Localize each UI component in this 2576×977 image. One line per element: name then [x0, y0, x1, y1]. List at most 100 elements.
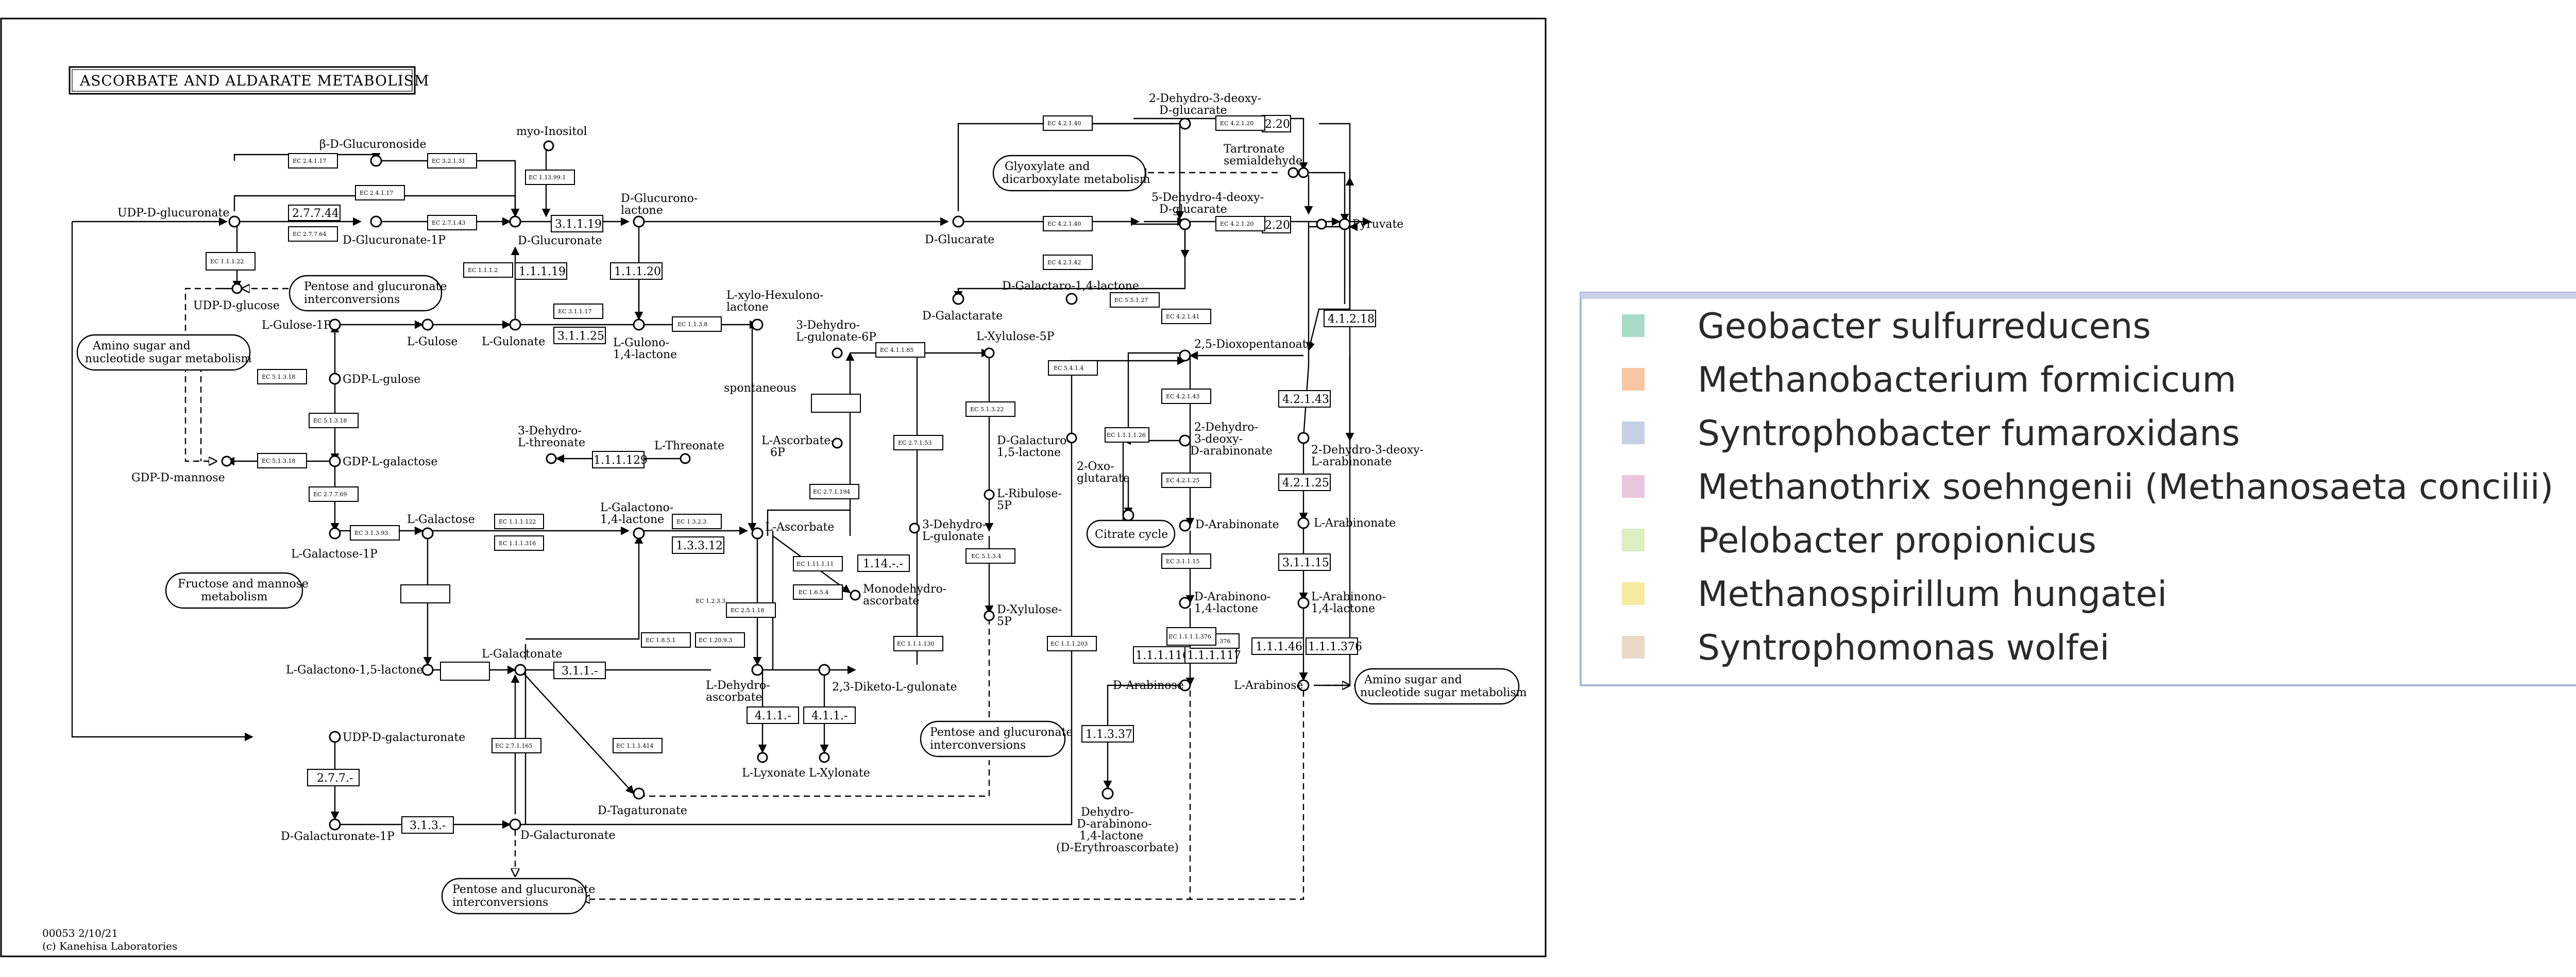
enzyme-2-7-7-44[interactable]: 2.7.7.44 — [288, 205, 341, 221]
compound-b-glucuronoside[interactable]: β-D-Glucuronoside — [319, 138, 427, 151]
compound-l-xylulose-5p[interactable]: L-Xylulose-5P — [976, 330, 1055, 343]
enzyme-1-1-1-116[interactable]: 1.1.1.116 — [1133, 646, 1190, 664]
blank-enzyme-box[interactable] — [811, 394, 861, 413]
enzyme-2-7-7[interactable]: 2.7.7.- — [307, 769, 360, 786]
compound-l-galactose-1p[interactable]: L-Galactose-1P — [291, 548, 378, 561]
compound-l-galactose[interactable]: L-Galactose — [407, 513, 475, 526]
small-enzyme[interactable]: EC 4.2.1.40 — [1043, 216, 1093, 231]
small-enzyme[interactable]: EC 5.4.1.4 — [1048, 360, 1098, 376]
compound-l-gulono-lactone[interactable]: L-Gulono-1,4-lactone — [613, 336, 677, 361]
compound-d-galacturonate-1p[interactable]: D-Galacturonate-1P — [281, 830, 395, 843]
small-enzyme[interactable]: EC 1.8.5.1 — [641, 632, 691, 648]
small-enzyme[interactable]: EC 1.3.2.3 — [672, 514, 722, 529]
compound-dioxopentanoate[interactable]: 2,5-Dioxopentanoate — [1194, 338, 1314, 351]
small-enzyme[interactable]: EC 2.7.7.69 — [309, 486, 359, 502]
pathway-amino-sugar-2[interactable]: Amino sugar and nucleotide sugar metabol… — [1354, 668, 1527, 705]
enzyme-1-1-1-117[interactable]: 1.1.1.117 — [1184, 646, 1241, 664]
compound-d-tagaturonate[interactable]: D-Tagaturonate — [598, 804, 687, 817]
small-enzyme[interactable]: EC 2.7.1.53 — [893, 435, 943, 450]
small-enzyme[interactable]: EC 1.1.3.8 — [672, 316, 722, 332]
enzyme-4-1-2-18[interactable]: 4.1.2.18 — [1324, 310, 1376, 327]
compound-dehydro-threonate[interactable]: 3-Dehydro-L-threonate — [518, 425, 585, 449]
compound-d-glucarate[interactable]: D-Glucarate — [925, 233, 994, 246]
pathway-pentose-glucuronate-1[interactable]: Pentose and glucuronate interconversions — [289, 275, 447, 312]
enzyme-1-1-1-20[interactable]: 1.1.1.20 — [610, 262, 663, 280]
small-enzyme[interactable]: EC 2.7.1.194 — [809, 484, 859, 499]
compound-pyruvate[interactable]: Pyruvate — [1352, 218, 1403, 231]
small-enzyme[interactable]: EC 1.13.99.1 — [525, 170, 575, 185]
compound-l-galactono-15-lactone[interactable]: L-Galactono-1,5-lactone — [286, 664, 423, 677]
enzyme-1-1-1-129[interactable]: 1.1.1.129 — [592, 451, 648, 468]
small-enzyme[interactable]: EC 2.7.7.64 — [288, 226, 338, 242]
small-enzyme[interactable]: EC 4.2.1.40 — [1043, 115, 1093, 131]
small-enzyme[interactable]: EC 1.1.1.1.376 — [1166, 627, 1216, 646]
compound-udp-glucuronate[interactable]: UDP-D-glucuronate — [117, 207, 229, 220]
small-enzyme[interactable]: EC 4.2.1.20 — [1215, 216, 1265, 231]
small-enzyme[interactable]: EC 2.4.1.17 — [288, 153, 338, 169]
small-enzyme[interactable]: EC 1.11.1.11 — [793, 556, 843, 571]
compound-diketo-gulonate[interactable]: 2,3-Diketo-L-gulonate — [832, 681, 957, 694]
small-enzyme[interactable]: EC 4.1.1.85 — [875, 342, 925, 358]
compound-d-galacturo-lactone[interactable]: D-Galacturo-1,5-lactone — [997, 434, 1071, 459]
compound-dehydro-l-gulonate[interactable]: 3-Dehydro-L-gulonate — [922, 518, 986, 543]
compound-monodehydro-ascorbate[interactable]: Monodehydro-ascorbate — [863, 583, 946, 608]
small-enzyme[interactable]: EC 5.5.1.27 — [1110, 292, 1160, 308]
compound-gdp-mannose[interactable]: GDP-D-mannose — [131, 471, 225, 484]
compound-d-glucuronate-1p[interactable]: D-Glucuronate-1P — [343, 234, 446, 247]
enzyme-1-14[interactable]: 1.14.-.- — [857, 554, 910, 572]
compound-d-arabinono-lactone[interactable]: D-Arabinono-1,4-lactone — [1194, 591, 1270, 615]
compound-dehydro-deoxy-d-arabinonate[interactable]: 2-Dehydro-3-deoxy-D-arabinonate — [1190, 421, 1273, 458]
small-enzyme[interactable]: EC 5.1.3.18 — [257, 369, 307, 384]
small-enzyme[interactable]: EC 2.7.1.165 — [492, 738, 541, 753]
compound-l-gulose[interactable]: L-Gulose — [407, 335, 457, 348]
small-enzyme[interactable]: EC 3.1.3.93 — [350, 525, 400, 541]
pathway-citrate-cycle[interactable]: Citrate cycle — [1086, 519, 1176, 548]
compound-l-xylo-hexulonolactone[interactable]: L-xylo-Hexulono-lactone — [726, 289, 824, 314]
small-enzyme[interactable]: EC 3.1.1.15 — [1161, 553, 1211, 569]
compound-l-arabinono-lactone[interactable]: L-Arabinono-1,4-lactone — [1311, 591, 1386, 615]
pathway-pentose-glucuronate-3[interactable]: Pentose and glucuronate interconversions — [441, 878, 595, 915]
enzyme-4-2-1-43[interactable]: 4.2.1.43 — [1278, 390, 1331, 408]
enzyme-2-20-b[interactable]: 2.20 — [1262, 216, 1291, 233]
compound-dehydro-gulonate-6p[interactable]: 3-Dehydro-L-gulonate-6P — [796, 319, 876, 344]
compound-d-galactarate[interactable]: D-Galactarate — [922, 310, 1003, 323]
small-enzyme[interactable]: EC 1.1.1.414 — [613, 738, 663, 753]
compound-l-dehydro-ascorbate[interactable]: L-Dehydro-ascorbate — [706, 679, 770, 704]
small-enzyme[interactable]: EC 3.1.1.17 — [553, 304, 603, 319]
compound-gdp-l-galactose[interactable]: GDP-L-galactose — [343, 456, 437, 468]
compound-d-glucuronate[interactable]: D-Glucuronate — [518, 234, 602, 247]
small-enzyme[interactable]: EC 4.2.1.41 — [1161, 309, 1211, 324]
pathway-glyoxylate[interactable]: Glyoxylate and dicarboxylate metabolism — [992, 155, 1150, 192]
small-enzyme[interactable]: EC 2.7.1.43 — [427, 215, 477, 230]
compound-d-xylulose-5p[interactable]: D-Xylulose-5P — [997, 603, 1062, 628]
enzyme-3-1-3[interactable]: 3.1.3.- — [401, 816, 454, 834]
enzyme-3-1-1-25[interactable]: 3.1.1.25 — [553, 327, 606, 344]
small-enzyme[interactable]: EC 4.2.1.42 — [1043, 255, 1093, 270]
compound-d-arabinose[interactable]: D-Arabinose — [1113, 679, 1184, 692]
enzyme-4-2-1-25[interactable]: 4.2.1.25 — [1278, 474, 1331, 491]
small-enzyme[interactable]: EC 4.2.1.25 — [1161, 473, 1211, 488]
small-enzyme[interactable]: EC 2.4.1.17 — [355, 185, 405, 200]
enzyme-4-1-1-b[interactable]: 4.1.1.- — [803, 706, 856, 724]
enzyme-3-1-1-19[interactable]: 3.1.1.19 — [551, 215, 603, 232]
compound-l-lyxonate[interactable]: L-Lyxonate — [742, 767, 806, 780]
compound-l-gulose-1p[interactable]: L-Gulose-1P — [262, 319, 331, 332]
compound-oxoglutarate[interactable]: 2-Oxo-glutarate — [1077, 460, 1130, 485]
small-enzyme[interactable]: EC 1.1.1.122 — [494, 514, 544, 529]
compound-d-glucurono-lactone[interactable]: D-Glucurono-lactone — [621, 192, 698, 217]
blank-enzyme-box[interactable] — [400, 584, 450, 603]
small-enzyme[interactable]: EC 1.6.5.4 — [793, 584, 843, 600]
enzyme-1-1-1-376[interactable]: 1.1.1.376 — [1306, 637, 1362, 655]
pathway-fructose-mannose[interactable]: Fructose and mannose metabolism — [165, 572, 309, 609]
enzyme-1-1-1-19[interactable]: 1.1.1.19 — [515, 262, 567, 280]
small-enzyme[interactable]: EC 2.5.1.18 — [726, 602, 776, 618]
compound-d-arabinonate[interactable]: D-Arabinonate — [1195, 518, 1279, 531]
enzyme-1-3-3-12[interactable]: 1.3.3.12 — [672, 536, 724, 554]
small-enzyme[interactable]: EC 1.1.1.316 — [494, 535, 544, 551]
compound-d-galactaro-lactone[interactable]: D-Galactaro-1,4-lactone — [1002, 280, 1139, 293]
small-enzyme[interactable]: EC 4.2.1.43 — [1161, 389, 1211, 404]
small-enzyme[interactable]: EC 4.2.1.20 — [1215, 115, 1265, 131]
compound-l-xylonate[interactable]: L-Xylonate — [809, 767, 870, 780]
pathway-amino-sugar-1[interactable]: Amino sugar and nucleotide sugar metabol… — [76, 334, 252, 371]
small-enzyme[interactable]: EC 1.20.9.3 — [695, 632, 745, 648]
